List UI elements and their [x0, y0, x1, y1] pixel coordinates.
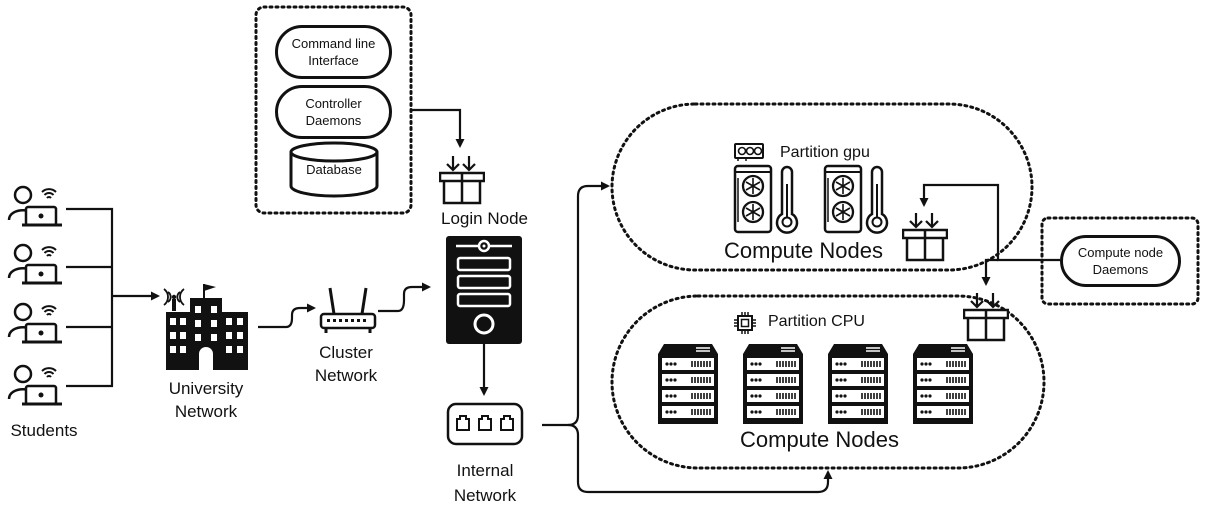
compute-daemons-pill: Compute node Daemons [1060, 235, 1181, 287]
server-tower-icon [446, 236, 522, 344]
cli-label: Command line Interface [291, 36, 376, 68]
package-box-icon [439, 155, 485, 205]
partition-gpu-title: Partition gpu [780, 144, 870, 161]
compute-daemons-label: Compute node Daemons [1077, 245, 1164, 277]
wifi-router-icon [319, 286, 377, 335]
cli-pill: Command line Interface [275, 25, 392, 79]
thermometer-icon [865, 165, 889, 234]
gpu-partition-container [610, 102, 1034, 272]
package-box-icon [902, 212, 948, 262]
university-building-icon [163, 283, 249, 371]
student-laptop-icon [7, 243, 64, 285]
student-laptop-icon [7, 302, 64, 344]
university-network-label: University Network [168, 379, 244, 421]
cluster-to-login-arrow [378, 282, 431, 313]
server-rack-icon [657, 343, 719, 425]
university-to-cluster-arrow [258, 303, 316, 329]
thermometer-icon [775, 165, 799, 234]
students-label: Students [10, 421, 78, 440]
controller-daemons-label: Controller Daemons [305, 96, 362, 128]
server-rack-icon [742, 343, 804, 425]
student-link-1 [66, 207, 114, 296]
cpu-partition-container [610, 294, 1046, 470]
gpu-compute-nodes-label: Compute Nodes [724, 238, 883, 263]
services-to-login-arrow [411, 108, 465, 148]
database-icon [289, 141, 379, 198]
controller-daemons-pill: Controller Daemons [275, 85, 392, 139]
database-label: Database [306, 162, 362, 177]
gpu-card-icon [734, 143, 764, 161]
daemons-to-gpu-arrow [919, 183, 1060, 262]
gpu-server-icon [823, 164, 863, 234]
daemons-to-cpu-arrow [981, 258, 998, 286]
login-node-label: Login Node [441, 209, 528, 228]
student-laptop-icon [7, 364, 64, 406]
student-laptop-icon [7, 185, 64, 227]
server-rack-icon [912, 343, 974, 425]
switch-to-cpu-arrow [567, 423, 833, 494]
network-switch-icon [446, 402, 524, 446]
cpu-compute-nodes-label: Compute Nodes [740, 427, 899, 452]
partition-cpu-title: Partition CPU [768, 313, 865, 330]
switch-to-gpu-arrow [542, 181, 610, 427]
cpu-chip-icon [733, 311, 757, 335]
student-link-4 [66, 296, 114, 388]
cluster-network-label: Cluster Network [314, 343, 378, 385]
gpu-server-icon [733, 164, 773, 234]
internal-network-label: Internal Network [453, 461, 517, 505]
server-rack-icon [827, 343, 889, 425]
